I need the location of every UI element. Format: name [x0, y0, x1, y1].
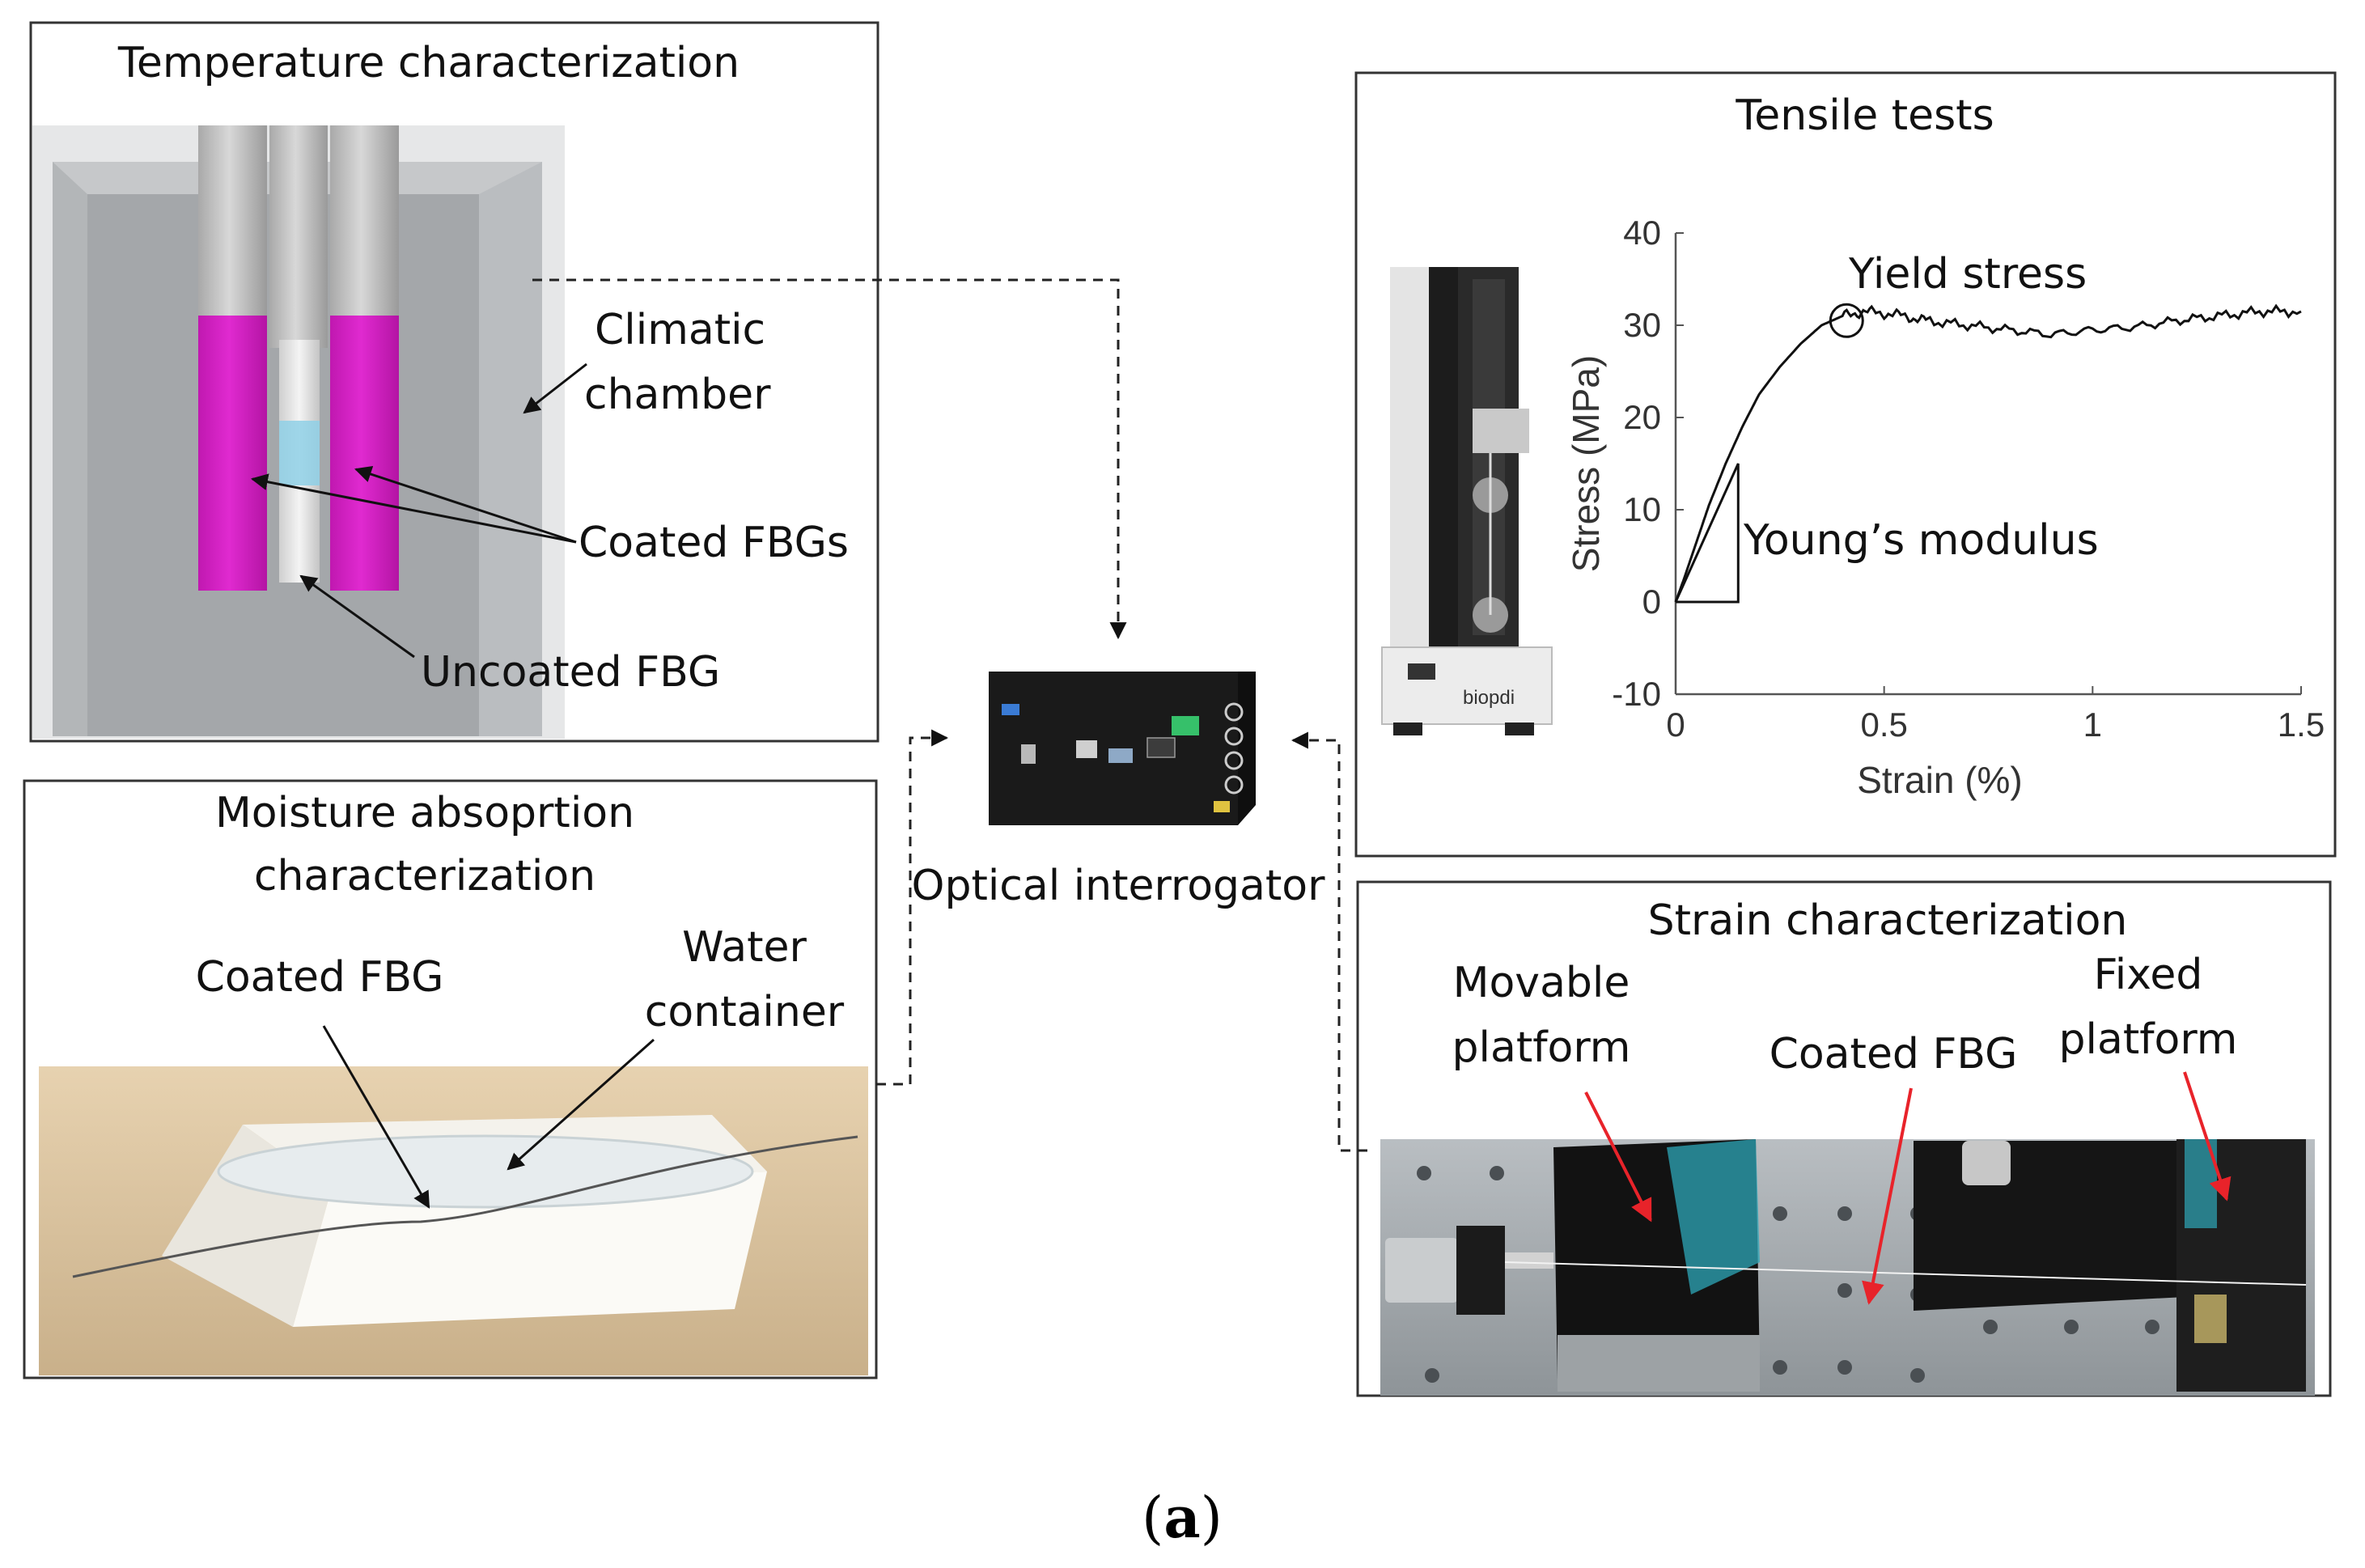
moisture-to-interrogator-connector [876, 729, 949, 1086]
youngs-modulus-label: Young’s modulus [1743, 516, 2099, 565]
connectors [532, 278, 1367, 1152]
center-tube [269, 125, 328, 348]
temperature-to-interrogator-connector [532, 278, 1127, 640]
moisture-panel: Moisture absoprtion characterization Coa… [23, 779, 878, 1379]
x-tick-label: 0.5 [1860, 706, 1907, 744]
moisture-title-line1: Moisture absoprtion [215, 789, 634, 837]
fixed-platform-arrow [2183, 1071, 2231, 1201]
y-tick-label: 20 [1623, 398, 1661, 436]
y-tick-label: 30 [1623, 306, 1661, 344]
strain-setup-photo [1380, 1139, 2315, 1396]
optical-interrogator [989, 672, 1256, 825]
tensile-title: Tensile tests [1735, 91, 1994, 140]
climatic-label-line2: chamber [584, 371, 771, 419]
strain-to-interrogator-connector [1291, 731, 1367, 1152]
yield-point-marker [1829, 303, 1864, 338]
x-tick-label: 1.5 [2278, 706, 2325, 744]
youngs-modulus-triangle [1674, 463, 1740, 604]
optical-interrogator-label: Optical interrogator [912, 862, 1326, 910]
coated-fbg-arrow [1862, 1087, 1913, 1305]
movable-label-line2: platform [1452, 1023, 1631, 1072]
right-coated-fbg [330, 316, 399, 591]
x-tick-label: 0 [1666, 706, 1685, 744]
y-tick-label: -10 [1612, 675, 1661, 713]
y-axis-label: Stress (MPa) [1565, 355, 1607, 572]
moisture-coated-fbg-label: Coated FBG [196, 953, 444, 1002]
left-tube [198, 125, 267, 316]
water-container-arrow [506, 1038, 655, 1171]
coated-fbgs-arrow-right [354, 465, 577, 544]
stress-strain-series-line [1674, 303, 2302, 603]
left-coated-fbg [198, 316, 267, 591]
climatic-chamber-illustration [32, 125, 565, 739]
machine-brand-text: biopdi [1463, 687, 1515, 709]
strain-title: Strain characterization [1648, 896, 2128, 945]
coated-fbgs-arrow-left [250, 473, 577, 544]
y-tick-label: 0 [1642, 583, 1661, 621]
interrogator-logo-icon [1002, 704, 1019, 715]
fixed-label-line2: platform [2059, 1015, 2238, 1064]
y-tick-label: 40 [1623, 214, 1661, 252]
y-tick-label: 10 [1623, 490, 1661, 528]
movable-label-line1: Movable [1453, 959, 1630, 1007]
temperature-panel: Temperature characterization Climatic ch… [29, 21, 879, 743]
water-container-photo [39, 1066, 868, 1375]
right-tube [330, 125, 399, 316]
moisture-coated-fbg-arrow [322, 1025, 430, 1209]
x-tick-label: 1 [2083, 706, 2102, 744]
yield-stress-label: Yield stress [1848, 250, 2087, 299]
climatic-label-line1: Climatic [595, 306, 765, 354]
fixed-label-line1: Fixed [2094, 951, 2203, 999]
temperature-title: Temperature characterization [117, 39, 740, 87]
uncoated-fbg-arrow [299, 574, 415, 659]
x-axis-label: Strain (%) [1857, 759, 2022, 801]
climatic-arrow [523, 362, 587, 414]
strain-panel: Strain characterization Movable platform… [1356, 880, 2332, 1397]
tensile-machine-illustration: biopdi [1381, 267, 1553, 735]
coated-fbgs-label: Coated FBGs [579, 519, 849, 567]
movable-platform-arrow [1584, 1091, 1652, 1223]
uncoated-fbg-label: Uncoated FBG [421, 648, 720, 697]
water-container-label-line1: Water [682, 923, 807, 972]
water-container-label-line2: container [645, 988, 845, 1036]
strain-coated-fbg-label: Coated FBG [1770, 1030, 2018, 1079]
figure-caption: (a) [1142, 1484, 1223, 1551]
moisture-title-line2: characterization [254, 852, 595, 901]
